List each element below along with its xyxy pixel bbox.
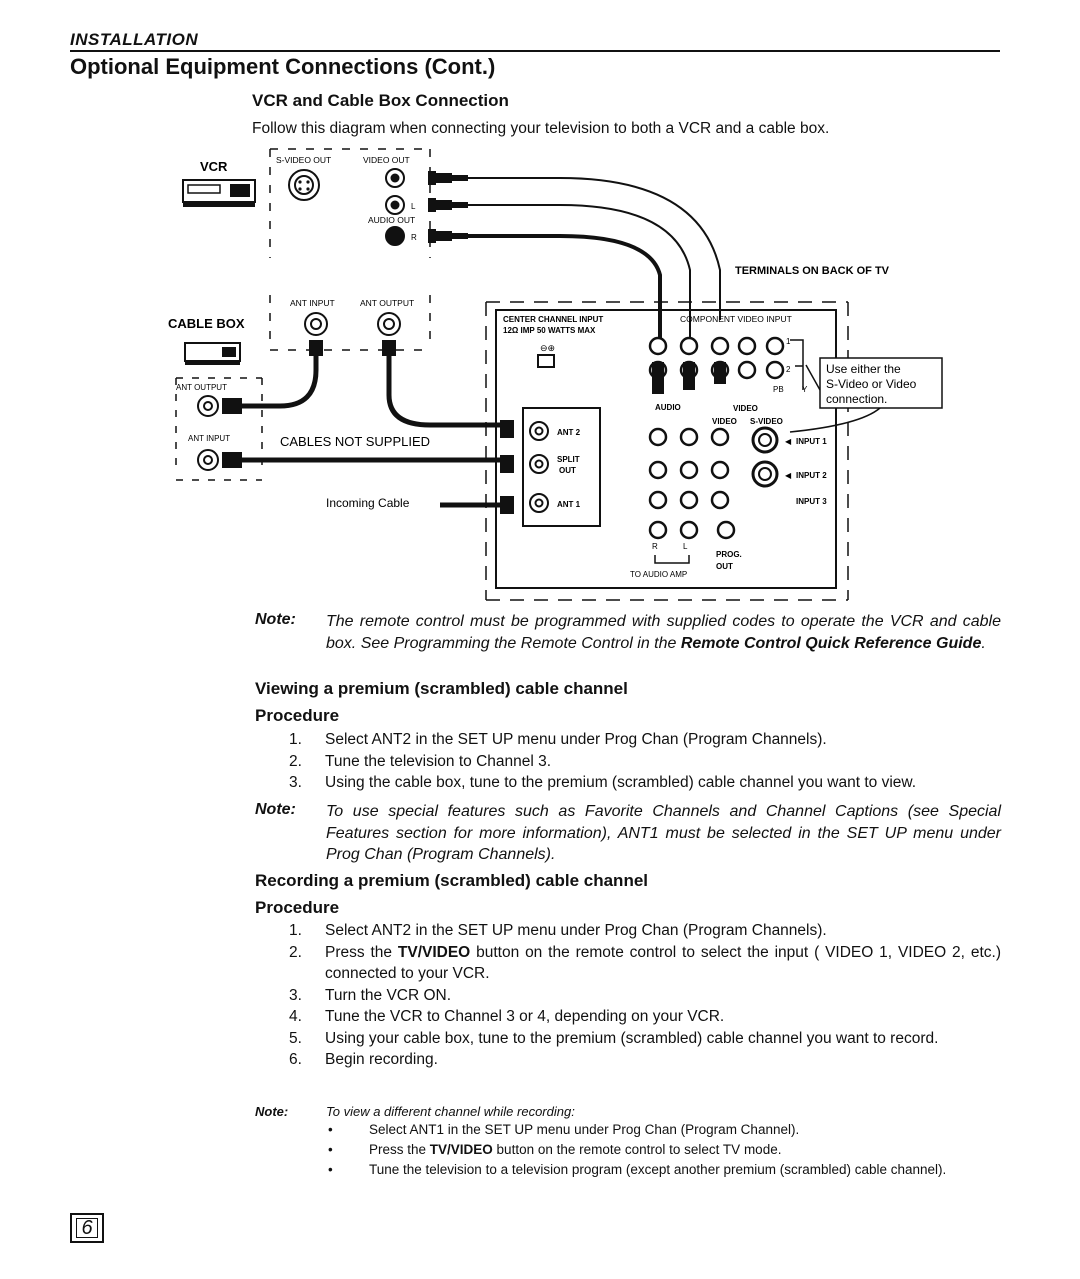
input2-label: INPUT 2 (796, 471, 827, 480)
cables-not-supplied-label: CABLES NOT SUPPLIED (280, 434, 430, 449)
svideo-label: S-VIDEO (750, 417, 783, 426)
list-item: 1.Select ANT2 in the SET UP menu under P… (289, 731, 827, 748)
connection-diagram: VCR S-VIDEO OUT VIDEO OUT L AUDIO OUT R … (168, 148, 943, 601)
comp-1-label: 1 (786, 337, 791, 346)
tv-back-panel (495, 309, 837, 589)
list-item: 3.Turn the VCR ON. (289, 986, 452, 1004)
split-out-label: OUT (559, 466, 576, 475)
list-item: Select ANT1 in the SET UP menu under Pro… (326, 1120, 1001, 1140)
pb-label: PB (773, 385, 784, 394)
cb-ant-input-label: ANT INPUT (188, 434, 230, 443)
rca-plug-audio-r-icon (428, 229, 468, 243)
audio-r-label: R (411, 233, 417, 242)
svg-text:◀: ◀ (785, 471, 792, 480)
callout-box (819, 357, 943, 409)
vcr-ant-output-label: ANT OUTPUT (360, 298, 414, 308)
list-item: 4.Tune the VCR to Channel 3 or 4, depend… (289, 1008, 725, 1025)
svg-text:◀: ◀ (785, 437, 792, 446)
audio-l-label: L (411, 202, 416, 211)
recording-steps: 1.Select ANT2 in the SET UP menu under P… (289, 920, 1001, 1071)
callout-line-1: Use either the (826, 362, 901, 376)
note2-label: Note: (255, 801, 296, 818)
cb-ant-output-label: ANT OUTPUT (176, 383, 227, 392)
viewing-heading: Viewing a premium (scrambled) cable chan… (255, 679, 628, 698)
list-item: 1.Select ANT2 in the SET UP menu under P… (289, 922, 827, 939)
list-item: 2.Tune the television to Channel 3. (289, 752, 552, 770)
vcr-cable-heading: VCR and Cable Box Connection (252, 91, 509, 110)
note3-label: Note: (255, 1104, 289, 1119)
note1-label: Note: (255, 611, 296, 628)
center-channel-label: CENTER CHANNEL INPUT (503, 315, 603, 324)
center-spec-label: 12Ω IMP 50 WATTS MAX (503, 326, 596, 335)
prog-out-label: OUT (716, 562, 733, 571)
ant2-label: ANT 2 (557, 428, 581, 437)
r-label: R (652, 542, 658, 551)
list-item: 6.Begin recording. (289, 1051, 438, 1068)
header-rule (70, 50, 1000, 52)
ant1-label: ANT 1 (557, 500, 581, 509)
input1-label: INPUT 1 (796, 437, 827, 446)
cable-box-icon (184, 342, 241, 365)
recording-procedure: Procedure (255, 898, 340, 917)
section-tag: INSTALLATION (70, 30, 199, 49)
vcr-ant-input-label: ANT INPUT (290, 298, 335, 308)
page-number: 6 (70, 1213, 104, 1243)
rca-plug-video-icon (428, 171, 468, 185)
y-label: Y (802, 385, 808, 394)
video-label: VIDEO (733, 404, 758, 413)
incoming-cable-label: Incoming Cable (326, 496, 410, 510)
page-title: Optional Equipment Connections (Cont.) (70, 54, 496, 79)
vcr-cable-intro: Follow this diagram when connecting your… (252, 120, 830, 137)
list-item: Tune the television to a television prog… (326, 1160, 1001, 1180)
list-item: 3.Using the cable box, tune to the premi… (289, 774, 917, 791)
svideo-out-label: S-VIDEO OUT (276, 155, 331, 165)
audio-r-jack-icon (385, 226, 405, 246)
list-item: Press the TV/VIDEO button on the remote … (326, 1140, 1001, 1160)
callout-line-3: connection. (826, 392, 887, 406)
note1-text: The remote control must be programmed wi… (326, 613, 1001, 652)
audio-out-label: AUDIO OUT (368, 215, 415, 225)
video-out-label: VIDEO OUT (363, 155, 410, 165)
prog-label: PROG. (716, 550, 742, 559)
note2-text: To use special features such as Favorite… (326, 803, 1001, 863)
note3-intro: To view a different channel while record… (326, 1104, 575, 1119)
input3-label: INPUT 3 (796, 497, 827, 506)
terminals-label: TERMINALS ON BACK OF TV (735, 265, 890, 277)
viewing-procedure: Procedure (255, 706, 340, 725)
recording-heading: Recording a premium (scrambled) cable ch… (255, 871, 649, 890)
split-label: SPLIT (557, 455, 580, 464)
comp-2-label: 2 (786, 365, 791, 374)
video-svideo-label: VIDEO (712, 417, 737, 426)
to-audio-amp-label: TO AUDIO AMP (630, 570, 687, 579)
note3-bullets: Select ANT1 in the SET UP menu under Pro… (326, 1120, 1001, 1180)
l-label: L (683, 542, 688, 551)
vcr-device-icon (182, 179, 256, 207)
component-video-label: COMPONENT VIDEO INPUT (680, 314, 792, 324)
rca-plug-audio-l-icon (428, 198, 468, 212)
list-item: 5.Using your cable box, tune to the prem… (289, 1029, 939, 1047)
viewing-steps: 1.Select ANT2 in the SET UP menu under P… (289, 729, 1001, 794)
callout-line-2: S-Video or Video (826, 377, 917, 391)
audio-label: AUDIO (655, 403, 681, 412)
svg-text:⊖⊕: ⊖⊕ (540, 343, 555, 353)
list-item: 2.Press the TV/VIDEO button on the remot… (289, 943, 1001, 983)
vcr-label: VCR (200, 159, 228, 174)
cable-box-label: CABLE BOX (168, 316, 245, 331)
